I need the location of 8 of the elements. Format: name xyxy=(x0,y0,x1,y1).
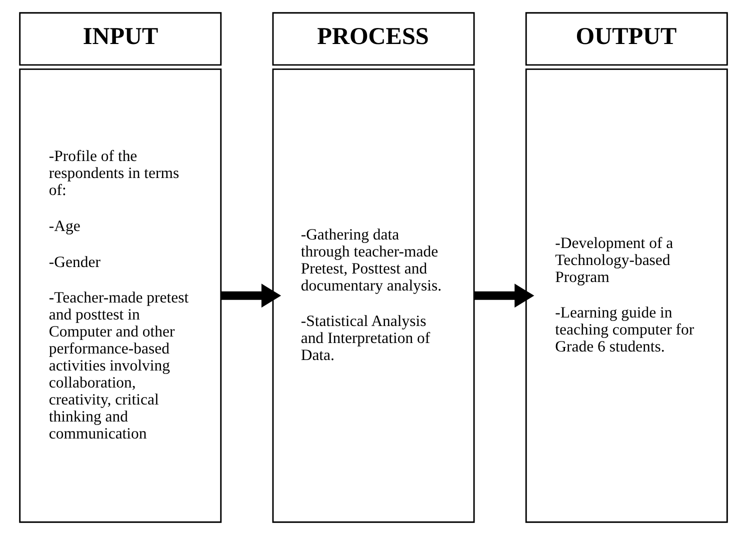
node-box: OUTPUT xyxy=(524,12,728,66)
node-box: INPUT xyxy=(18,12,222,66)
node-box: -Profile of the respondents in terms of: -Age -Gender -Teacher-made pretest and posttest in Computer and other performance-based activities involving collaboration, creativity, critical thinking and communication xyxy=(18,68,222,523)
arrow xyxy=(474,284,534,308)
node-box: -Gathering data through teacher-made Pretest, Posttest and documentary analysis. -Statistical Analysis and Interpretation of Data. xyxy=(272,68,474,523)
arrow xyxy=(220,284,281,308)
node-box: -Development of a Technology-based Program -Learning guide in teaching computer for Grade 6 students. xyxy=(524,68,728,523)
node-box: PROCESS xyxy=(272,12,474,66)
